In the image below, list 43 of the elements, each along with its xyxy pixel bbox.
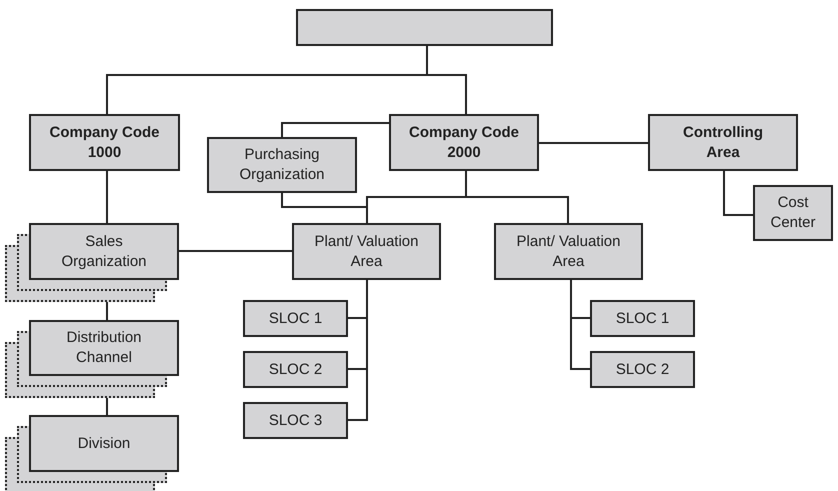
connector-line (281, 122, 389, 137)
node-label: Cost Center (769, 193, 817, 233)
node-label: Controlling Area (682, 122, 764, 162)
node-label: Sales Organization (60, 232, 148, 272)
org-box (389, 114, 539, 171)
node-label: Purchasing Organization (238, 145, 326, 185)
node-label: Division (78, 434, 130, 454)
org-box (292, 223, 441, 280)
connector-line (281, 193, 368, 223)
node-label: SLOC 1 (268, 308, 322, 328)
node-label: Distribution Channel (65, 328, 143, 368)
org-box (494, 223, 643, 280)
node-label: SLOC 2 (268, 360, 322, 380)
connector-line (465, 171, 569, 223)
connector-line (570, 280, 590, 370)
node-label: SLOC 1 (616, 308, 670, 328)
connector-line (106, 398, 108, 415)
org-box (753, 185, 833, 241)
node-label: Plant/ Valuation Area (516, 232, 622, 272)
stacked-box (5, 320, 179, 398)
connector-line (348, 280, 368, 421)
connector-line (106, 171, 108, 223)
org-box (243, 351, 348, 388)
connector-line (179, 250, 292, 252)
stacked-box (5, 223, 179, 302)
stacked-box (5, 415, 179, 491)
connector-line (106, 302, 108, 320)
connector-line (426, 46, 467, 114)
node-label: SLOC 3 (268, 410, 322, 430)
org-box (207, 137, 357, 193)
connector-line (539, 142, 648, 144)
org-box (590, 351, 695, 388)
connector-line (723, 171, 753, 216)
org-box (296, 9, 553, 46)
org-box (243, 402, 348, 439)
org-box (590, 300, 695, 337)
org-box (29, 114, 180, 171)
node-label: SLOC 2 (616, 360, 670, 380)
org-box (648, 114, 798, 171)
node-label: Plant/ Valuation Area (314, 232, 420, 272)
node-label: Company Code 2000 (408, 122, 520, 162)
org-box (243, 300, 348, 337)
node-label: Company Code 1000 (48, 122, 160, 162)
